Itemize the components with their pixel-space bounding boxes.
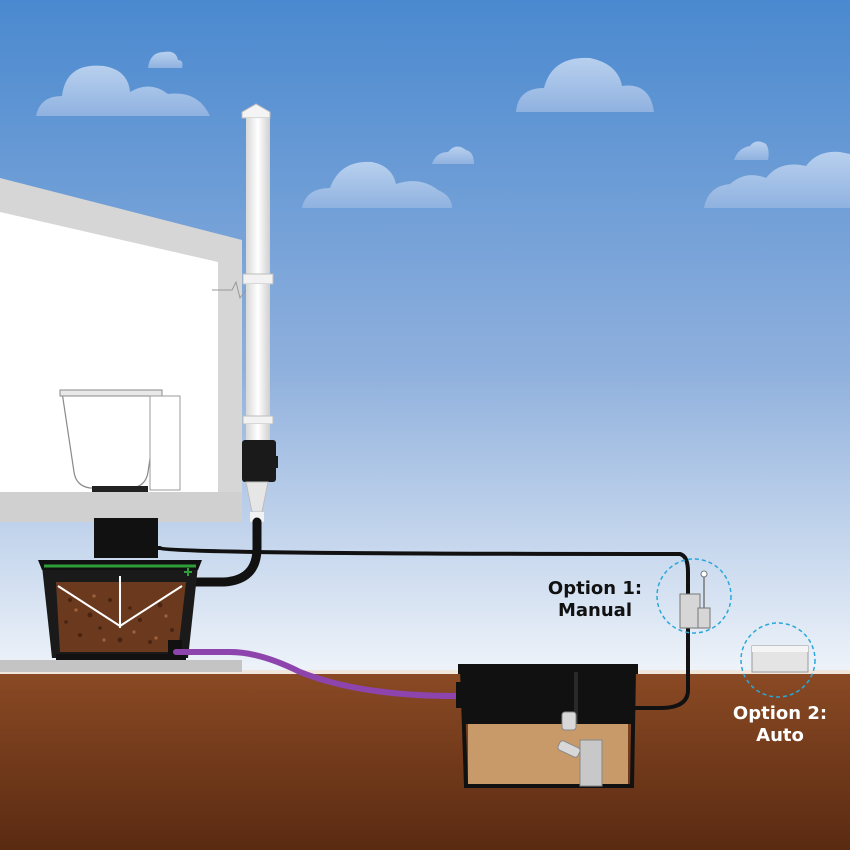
float-upper [561, 711, 577, 731]
vent-pipe-lower [246, 284, 270, 418]
cloud [36, 65, 210, 116]
float-switch [557, 740, 581, 758]
concrete-pad [0, 660, 242, 672]
leachate-liquid [468, 722, 628, 786]
tank-inlet [456, 682, 468, 708]
toilet-base [92, 486, 148, 492]
vent-coupling [242, 415, 274, 425]
leachate-tank [456, 664, 638, 788]
option1-callout-ring [656, 558, 732, 634]
manual-switch [679, 570, 711, 629]
tank-seam [574, 672, 578, 724]
compost-texture [64, 598, 174, 644]
vent-coupling [242, 273, 274, 285]
pump-pipe [579, 739, 603, 787]
vent-stack [212, 103, 278, 522]
vent-cap [241, 103, 271, 119]
compost-texture-light [74, 594, 168, 642]
vent-break [212, 280, 247, 300]
ground [0, 672, 850, 850]
vent-pipe-upper [246, 118, 270, 278]
leachate-tank-upper [464, 672, 632, 724]
toilet-bowl [61, 391, 161, 489]
auto-controller [751, 645, 809, 673]
toilet-tank [149, 395, 181, 491]
cloud [734, 141, 769, 160]
drop-pipe [94, 518, 158, 558]
option2-title: Option 2: [732, 703, 828, 724]
cloud [148, 51, 183, 68]
toilet-lid [59, 389, 163, 397]
vent-hose [191, 517, 262, 587]
option2-label: Option 2: Auto [720, 703, 840, 747]
cloud [704, 151, 850, 208]
cloud [302, 161, 452, 208]
floor-slab [0, 492, 242, 522]
leachate-lid [458, 664, 638, 674]
vent-fan [242, 440, 276, 482]
ground-line [0, 670, 850, 674]
house [0, 178, 242, 522]
lid-green-edge [184, 568, 192, 576]
purple-drain-pipe [173, 649, 459, 699]
cloud [516, 57, 654, 112]
option1-title: Option 1: [547, 578, 643, 599]
cloud [432, 146, 474, 164]
vent-pipe-bottom [246, 424, 270, 442]
option2-callout-ring [740, 622, 816, 698]
option2-subtitle: Auto [756, 725, 804, 746]
composter-base [56, 654, 186, 660]
option1-label: Option 1: Manual [540, 578, 650, 622]
option1-subtitle: Manual [557, 600, 632, 621]
composter-tank [38, 560, 202, 660]
mixing-arms [57, 576, 183, 628]
